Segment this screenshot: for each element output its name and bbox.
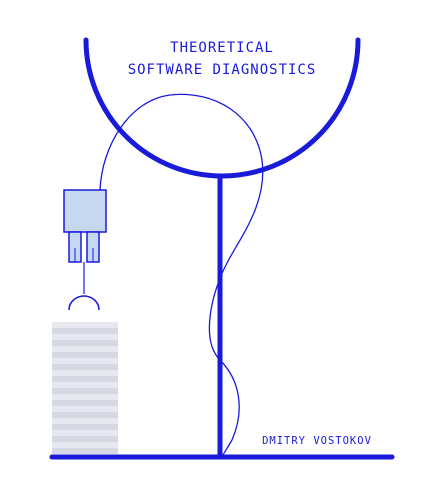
stripe [52,448,118,454]
stripe [52,364,118,370]
stripe [52,430,118,436]
stripe [52,436,118,442]
hook-arc [68,295,100,311]
stripe [52,424,118,430]
stripe [52,340,118,346]
title-line-1: THEORETICAL [170,40,274,56]
stripe [52,358,118,364]
stripe [52,382,118,388]
title-line-2: SOFTWARE DIAGNOSTICS [128,62,317,78]
semicircle-arc [83,37,361,179]
stripe [52,370,118,376]
stripe [52,328,118,334]
stripe [52,418,118,424]
stripe [52,412,118,418]
stripe [52,442,118,448]
stripe [52,376,118,382]
plug-body [63,189,107,233]
cable-wire [99,93,264,458]
stripe [52,352,118,358]
stripe [52,406,118,412]
striped-block [52,322,118,454]
stripe [52,322,118,328]
stripe [52,388,118,394]
author-name: DMITRY VOSTOKOV [262,435,372,447]
stripe [52,394,118,400]
stripe [52,334,118,340]
stripe [52,346,118,352]
stripe [52,400,118,406]
